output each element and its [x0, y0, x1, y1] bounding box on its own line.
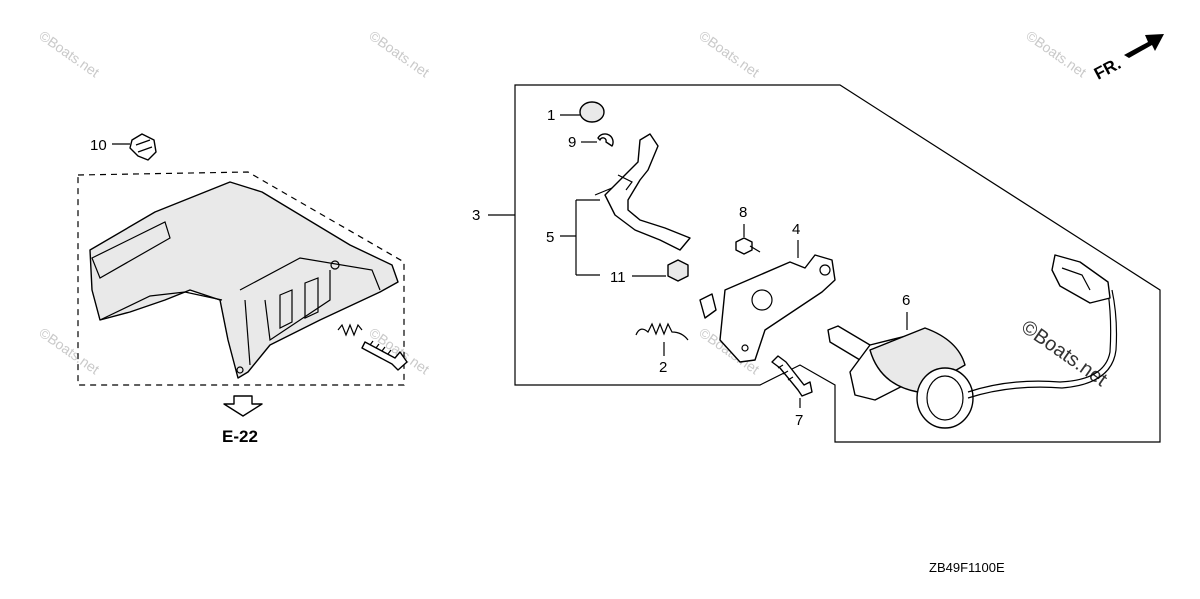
- part-7-bolt: 7: [771, 355, 813, 429]
- watermark-3: ©Boats.net: [696, 27, 762, 80]
- part-8-screw: 8: [735, 204, 761, 255]
- watermark-1: ©Boats.net: [36, 27, 102, 80]
- spring-icon: [337, 323, 363, 337]
- direction-label: FR.: [1091, 54, 1124, 84]
- callout-8: 8: [739, 204, 747, 221]
- watermark-5: ©Boats.net: [36, 324, 102, 377]
- cover-part: [89, 181, 399, 379]
- solenoid-assembly: 3 1 9 5 11: [472, 84, 1161, 443]
- callout-4: 4: [792, 221, 800, 238]
- part-4-plate: 4: [699, 221, 836, 363]
- part-10-clip: 10: [90, 133, 157, 161]
- part-9-clip: 9: [568, 133, 614, 151]
- callout-9: 9: [568, 134, 576, 151]
- connector-icon: [1051, 254, 1111, 304]
- part-5-lever: 5: [546, 133, 691, 276]
- cover-assembly: [77, 171, 408, 386]
- callout-1: 1: [547, 107, 555, 124]
- reference-label: E-22: [222, 427, 258, 446]
- front-arrow-icon: [1124, 34, 1164, 58]
- screw-icon: [361, 341, 408, 371]
- reference-arrow-icon: [223, 395, 263, 417]
- front-direction-indicator: FR.: [1091, 34, 1164, 84]
- callout-6: 6: [902, 292, 910, 309]
- reference-e22: E-22: [222, 395, 263, 446]
- callout-3: 3: [472, 207, 480, 224]
- diagram-code: ZB49F1100E: [929, 560, 1005, 575]
- part-1-cap: 1: [547, 101, 605, 124]
- callout-5: 5: [546, 229, 554, 246]
- watermark-2: ©Boats.net: [366, 27, 432, 80]
- callout-11: 11: [610, 269, 626, 286]
- callout-7: 7: [795, 412, 803, 429]
- dashed-assembly-outline: [77, 171, 405, 386]
- part-6-solenoid: 6: [827, 254, 1118, 429]
- watermark-4: ©Boats.net: [1023, 27, 1089, 80]
- part-2-spring: 2: [635, 322, 689, 376]
- part-11-nut: 11: [610, 259, 689, 286]
- assembly-outline: [514, 84, 1161, 443]
- watermark-large: ©Boats.net: [1017, 316, 1111, 391]
- callout-2: 2: [659, 359, 667, 376]
- callout-10: 10: [90, 137, 107, 154]
